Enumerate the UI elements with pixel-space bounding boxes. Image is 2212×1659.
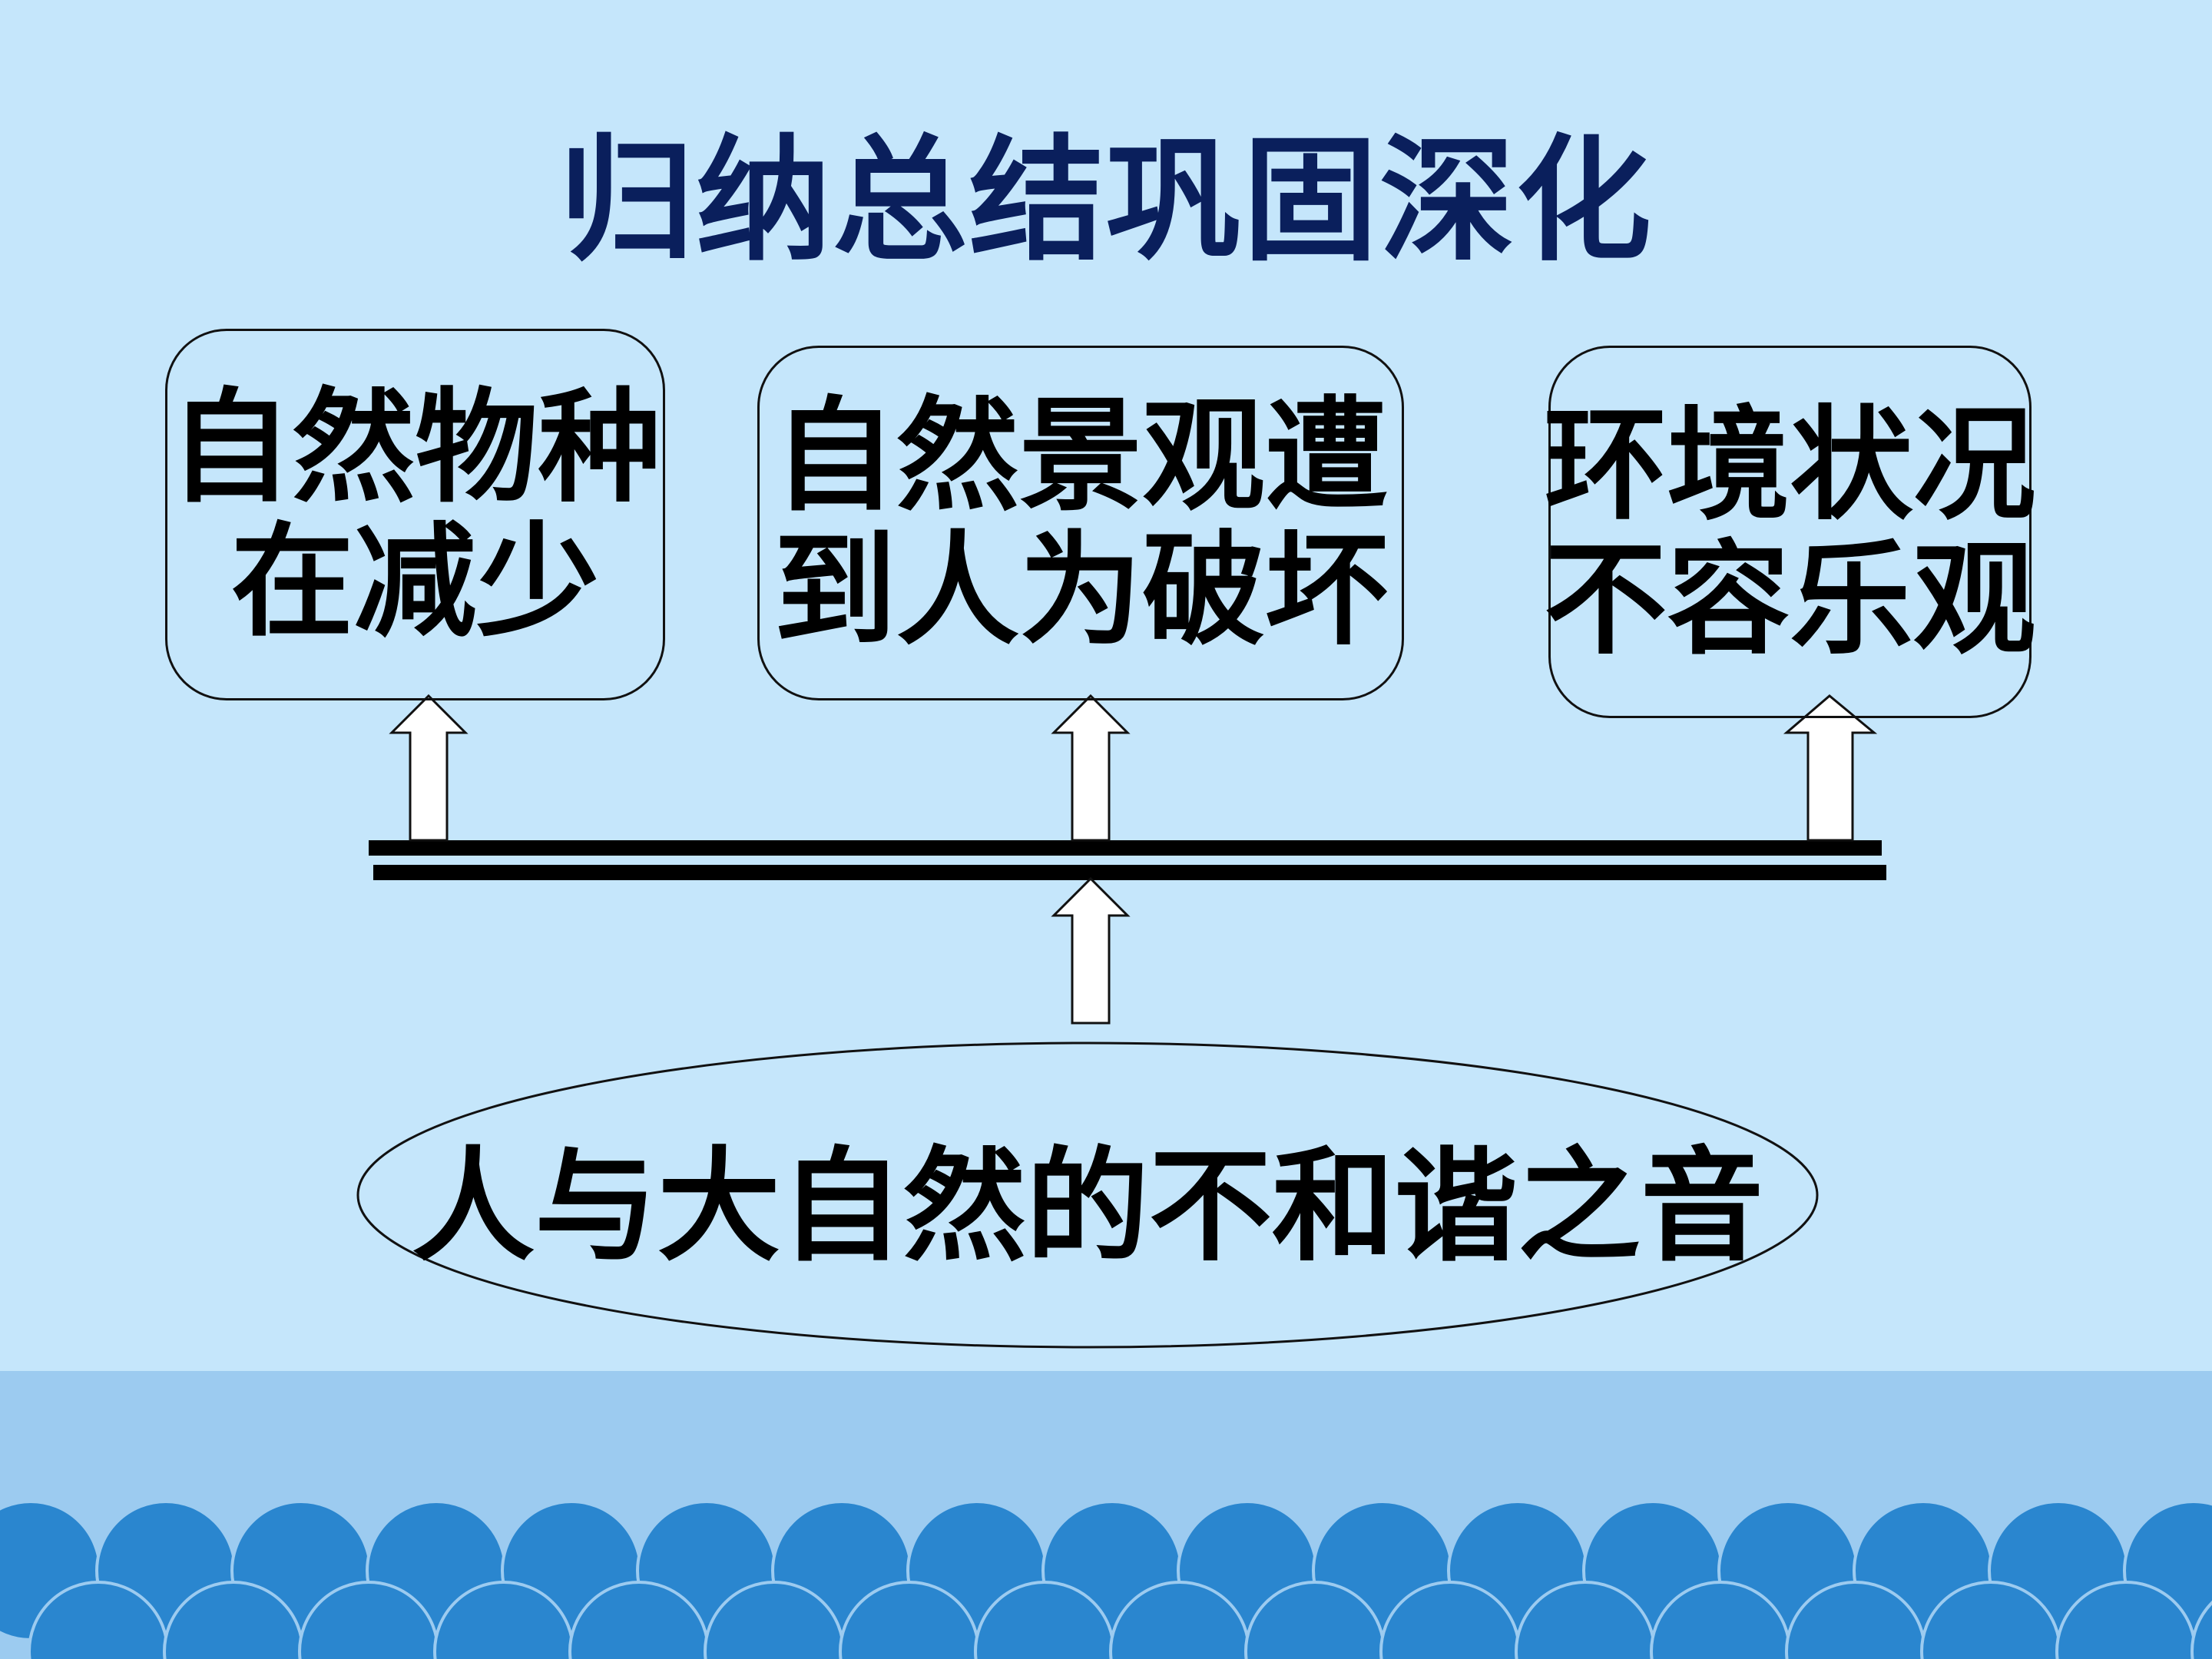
bar-upper xyxy=(369,840,1882,856)
center-ellipse xyxy=(356,1041,1819,1349)
box-1-line-1: 自然物种 xyxy=(169,375,661,519)
slide-title: 归纳总结巩固深化 xyxy=(558,121,1653,280)
bar-lower xyxy=(373,865,1886,880)
center-statement: 人与大自然的不和谐之音 xyxy=(411,1134,1763,1278)
arrow-up-3 xyxy=(1783,694,1878,842)
box-landscape-damaged: 自然景观遭 到人为破坏 xyxy=(757,346,1404,700)
arrow-up-1 xyxy=(389,694,469,842)
box-3-line-1: 环境状况 xyxy=(1544,392,2036,537)
arrow-up-2 xyxy=(1051,694,1131,842)
arrow-up-center xyxy=(1051,876,1131,1025)
box-3-line-2: 不容乐观 xyxy=(1544,526,2036,671)
box-environment-not-optimistic: 环境状况 不容乐观 xyxy=(1545,346,2036,718)
footer-scallops xyxy=(0,1500,2212,1659)
box-1-line-2: 在减少 xyxy=(230,509,600,654)
box-2-line-1: 自然景观遭 xyxy=(773,383,1388,528)
box-2-line-2: 到人为破坏 xyxy=(773,518,1388,662)
box-species-decreasing: 自然物种 在减少 xyxy=(165,329,665,700)
footer-scallop xyxy=(2190,1600,2212,1659)
